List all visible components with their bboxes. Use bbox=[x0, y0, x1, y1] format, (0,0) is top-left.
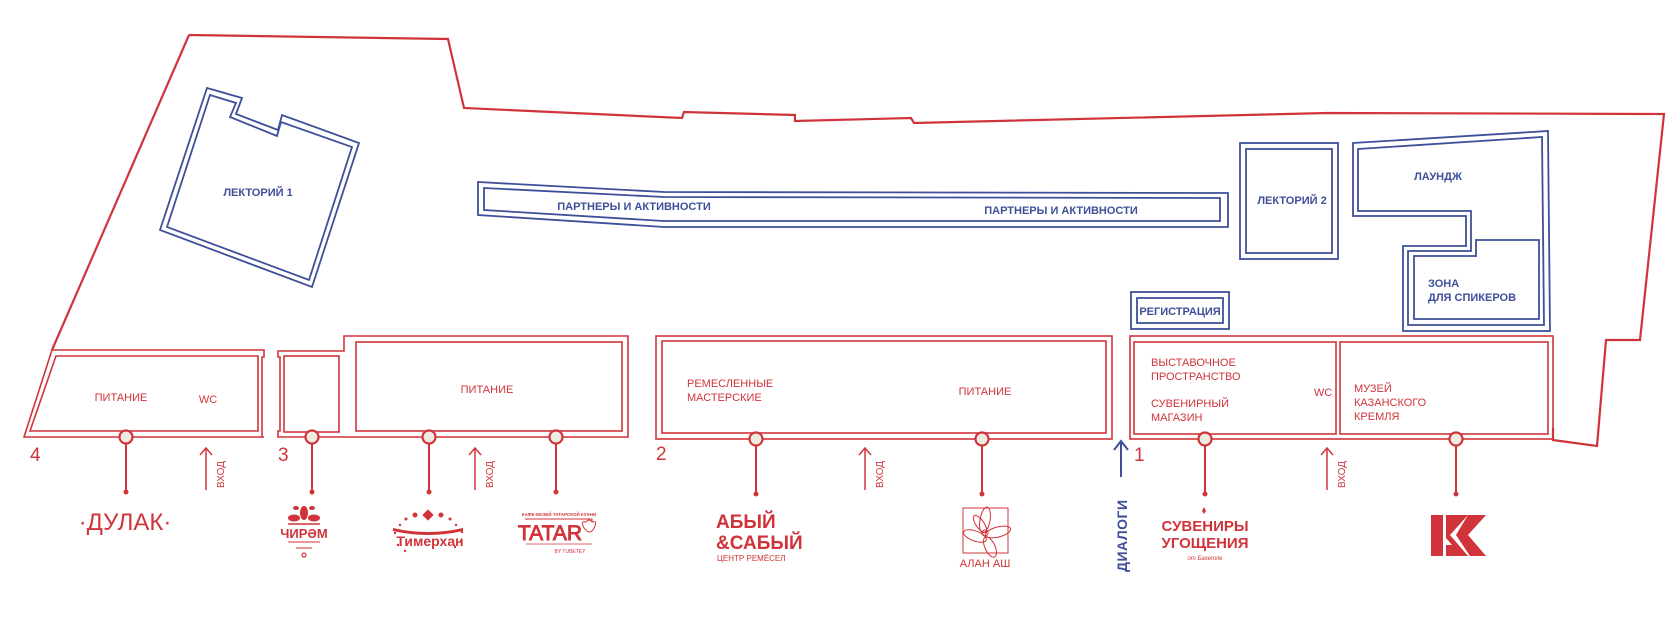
logo-alan-ash-text: АЛАН АШ bbox=[960, 558, 1011, 570]
logo-suveniry-line1: СУВЕНИРЫ bbox=[1161, 518, 1248, 535]
flower-icon bbox=[963, 506, 1012, 558]
arrow-up-icon bbox=[1320, 446, 1334, 456]
b4-label-food: ПИТАНИЕ bbox=[95, 392, 148, 404]
pin-timerhan-end-dot bbox=[426, 489, 432, 495]
logo-suveniry-sub: от Бахетле bbox=[1187, 556, 1223, 562]
b1-label-museum-3: КРЕМЛЯ bbox=[1354, 411, 1399, 423]
logo-kazan-kremlin[interactable] bbox=[1431, 515, 1486, 556]
b1-number: 1 bbox=[1134, 445, 1145, 466]
pin-timerhan-marker[interactable] bbox=[421, 429, 437, 445]
logo-timerhan-text: Тимерхан bbox=[396, 533, 463, 549]
logo-abyi-sub: ЦЕНТР РЕМЁСЕЛ bbox=[717, 554, 786, 563]
logo-tatar[interactable]: КАФЕ-МУЗЕЙ ТАТАРСКОЙ КУХНИ TATAR BY TUBE… bbox=[517, 510, 597, 555]
speakers-label-line2: ДЛЯ СПИКЕРОВ bbox=[1428, 292, 1516, 304]
arrow-up-icon bbox=[1113, 439, 1129, 451]
logo-abyi-line2: &САБЫЙ bbox=[716, 532, 803, 554]
pin-suveniry-marker[interactable] bbox=[1197, 431, 1213, 447]
logo-tatar-sub: BY TUBETEY bbox=[555, 549, 587, 555]
dialogi-label: ДИАЛОГИ bbox=[1114, 499, 1130, 572]
building-3[interactable]: ПИТАНИЕ 3 bbox=[277, 335, 629, 466]
pin-chiram-end-dot bbox=[309, 489, 315, 495]
entrance-b1: ВХОД bbox=[1320, 446, 1348, 490]
b1-label-wc: WC bbox=[1314, 387, 1332, 399]
b1-label-museum-1: МУЗЕЙ bbox=[1354, 382, 1392, 395]
zone-lectorium-1[interactable]: ЛЕКТОРИЙ 1 bbox=[158, 86, 361, 289]
logo-chiram-text: ЧИРӘМ bbox=[280, 526, 327, 541]
star-icon bbox=[1202, 507, 1206, 514]
logo-tatar-top: КАФЕ-МУЗЕЙ ТАТАРСКОЙ КУХНИ bbox=[522, 510, 596, 517]
entrance-b1-label: ВХОД bbox=[1337, 461, 1348, 488]
pin-alan-ash-marker[interactable] bbox=[974, 431, 990, 447]
pin-kazan-kremlin-marker[interactable] bbox=[1448, 431, 1464, 447]
entrance-b2: ВХОД bbox=[858, 446, 886, 490]
pin-dulak-marker[interactable] bbox=[118, 429, 134, 445]
logo-alan-ash[interactable]: АЛАН АШ bbox=[960, 506, 1012, 570]
tulip-icon bbox=[581, 519, 597, 533]
partners-right-label: ПАРТНЕРЫ И АКТИВНОСТИ bbox=[984, 205, 1138, 217]
logo-abyi-line1: АБЫЙ bbox=[716, 511, 776, 533]
lounge-label: ЛАУНДЖ bbox=[1414, 171, 1462, 183]
entrance-b4: ВХОД bbox=[199, 446, 227, 490]
b4-number: 4 bbox=[30, 445, 41, 466]
pin-tatar-end-dot bbox=[553, 489, 559, 495]
pin-dulak-end-dot bbox=[123, 489, 129, 495]
speakers-label-line1: ЗОНА bbox=[1428, 278, 1459, 290]
logo-dulak-text: ·ДУЛАК· bbox=[79, 509, 172, 536]
b2-label-crafts-2: МАСТЕРСКИЕ bbox=[687, 392, 762, 404]
pin-abyi-sabyi-end-dot bbox=[753, 491, 759, 497]
dialogi-entrance: ДИАЛОГИ bbox=[1113, 439, 1130, 572]
zone-lectorium-2[interactable]: ЛЕКТОРИЙ 2 bbox=[1239, 142, 1339, 260]
logo-suveniry[interactable]: СУВЕНИРЫ УГОЩЕНИЯ от Бахетле bbox=[1161, 507, 1249, 562]
logo-chiram[interactable]: ЧИРӘМ bbox=[280, 506, 328, 558]
zone-registration[interactable]: РЕГИСТРАЦИЯ bbox=[1130, 291, 1230, 330]
venue-boundary bbox=[188, 33, 1666, 448]
registration-label: РЕГИСТРАЦИЯ bbox=[1139, 306, 1220, 318]
arrow-up-icon bbox=[468, 446, 482, 456]
logo-tatar-main: TATAR bbox=[518, 522, 582, 545]
b1-label-exhibit-2: ПРОСТРАНСТВО bbox=[1151, 371, 1241, 383]
arrow-up-icon bbox=[858, 446, 872, 456]
zone-lounge[interactable]: ЛАУНДЖ bbox=[1352, 130, 1551, 332]
b2-label-crafts-1: РЕМЕСЛЕННЫЕ bbox=[687, 378, 773, 390]
zone-speakers[interactable]: ЗОНА ДЛЯ СПИКЕРОВ bbox=[1413, 239, 1540, 320]
building-4[interactable]: ПИТАНИЕ WC 4 bbox=[22, 349, 265, 466]
b1-label-shop-2: МАГАЗИН bbox=[1151, 412, 1202, 424]
logo-timerhan[interactable]: Тимерхан bbox=[393, 509, 464, 553]
b3-label-food: ПИТАНИЕ bbox=[461, 384, 514, 396]
entrance-b3: ВХОД bbox=[468, 446, 496, 490]
b4-label-wc: WC bbox=[199, 394, 217, 406]
entrance-b2-label: ВХОД bbox=[875, 461, 886, 488]
building-2[interactable]: РЕМЕСЛЕННЫЕ МАСТЕРСКИЕ ПИТАНИЕ 2 bbox=[655, 335, 1113, 465]
vendor-pins bbox=[118, 429, 1464, 497]
pin-alan-ash-end-dot bbox=[979, 491, 985, 497]
pin-kazan-kremlin-end-dot bbox=[1453, 491, 1459, 497]
b2-number: 2 bbox=[656, 444, 667, 465]
pin-suveniry-end-dot bbox=[1202, 491, 1208, 497]
b1-label-museum-2: КАЗАНСКОГО bbox=[1354, 397, 1427, 409]
b1-label-exhibit-1: ВЫСТАВОЧНОЕ bbox=[1151, 357, 1236, 369]
kremlin-k-icon bbox=[1431, 515, 1486, 556]
chiram-leaves-icon bbox=[288, 506, 320, 522]
b2-label-food: ПИТАНИЕ bbox=[959, 386, 1012, 398]
arrow-up-icon bbox=[199, 446, 213, 456]
zone-partners[interactable]: ПАРТНЕРЫ И АКТИВНОСТИ ПАРТНЕРЫ И АКТИВНО… bbox=[477, 181, 1229, 228]
logo-dulak[interactable]: ·ДУЛАК· bbox=[79, 509, 172, 536]
entrance-b4-label: ВХОД bbox=[216, 461, 227, 488]
logo-abyi-sabyi[interactable]: АБЫЙ &САБЫЙ ЦЕНТР РЕМЁСЕЛ bbox=[716, 511, 803, 563]
building-1[interactable]: ВЫСТАВОЧНОЕ ПРОСТРАНСТВО СУВЕНИРНЫЙ МАГА… bbox=[1129, 335, 1554, 466]
pin-chiram-marker[interactable] bbox=[304, 429, 320, 445]
pin-tatar-marker[interactable] bbox=[548, 429, 564, 445]
pin-abyi-sabyi-marker[interactable] bbox=[748, 431, 764, 447]
b1-label-shop-1: СУВЕНИРНЫЙ bbox=[1151, 397, 1229, 410]
lectorium-2-label: ЛЕКТОРИЙ 2 bbox=[1257, 194, 1326, 207]
partners-left-label: ПАРТНЕРЫ И АКТИВНОСТИ bbox=[557, 201, 711, 213]
b3-number: 3 bbox=[278, 445, 289, 466]
timerhan-stars-icon bbox=[393, 509, 464, 553]
lectorium-1-label: ЛЕКТОРИЙ 1 bbox=[223, 186, 292, 199]
entrance-b3-label: ВХОД bbox=[485, 461, 496, 488]
venue-boundary-left bbox=[50, 34, 191, 351]
logo-suveniry-line2: УГОЩЕНИЯ bbox=[1162, 535, 1249, 552]
